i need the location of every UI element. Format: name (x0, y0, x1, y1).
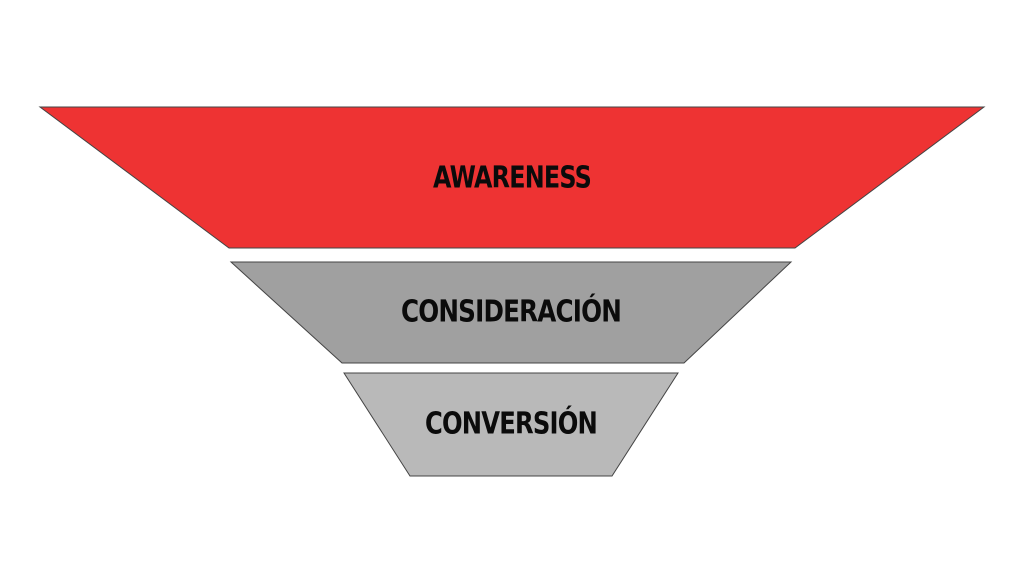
awareness-trapezoid (38, 106, 986, 249)
funnel-stage-awareness: AWARENESS (38, 106, 986, 249)
funnel-stage-conversion: CONVERSIÓN (343, 372, 679, 477)
funnel-stage-consideracion: CONSIDERACIÓN (229, 261, 793, 364)
awareness-label: AWARENESS (433, 161, 591, 196)
consideracion-label: CONSIDERACIÓN (401, 293, 621, 330)
conversion-trapezoid (343, 372, 679, 477)
conversion-label: CONVERSIÓN (425, 405, 597, 442)
consideracion-trapezoid (229, 261, 793, 364)
